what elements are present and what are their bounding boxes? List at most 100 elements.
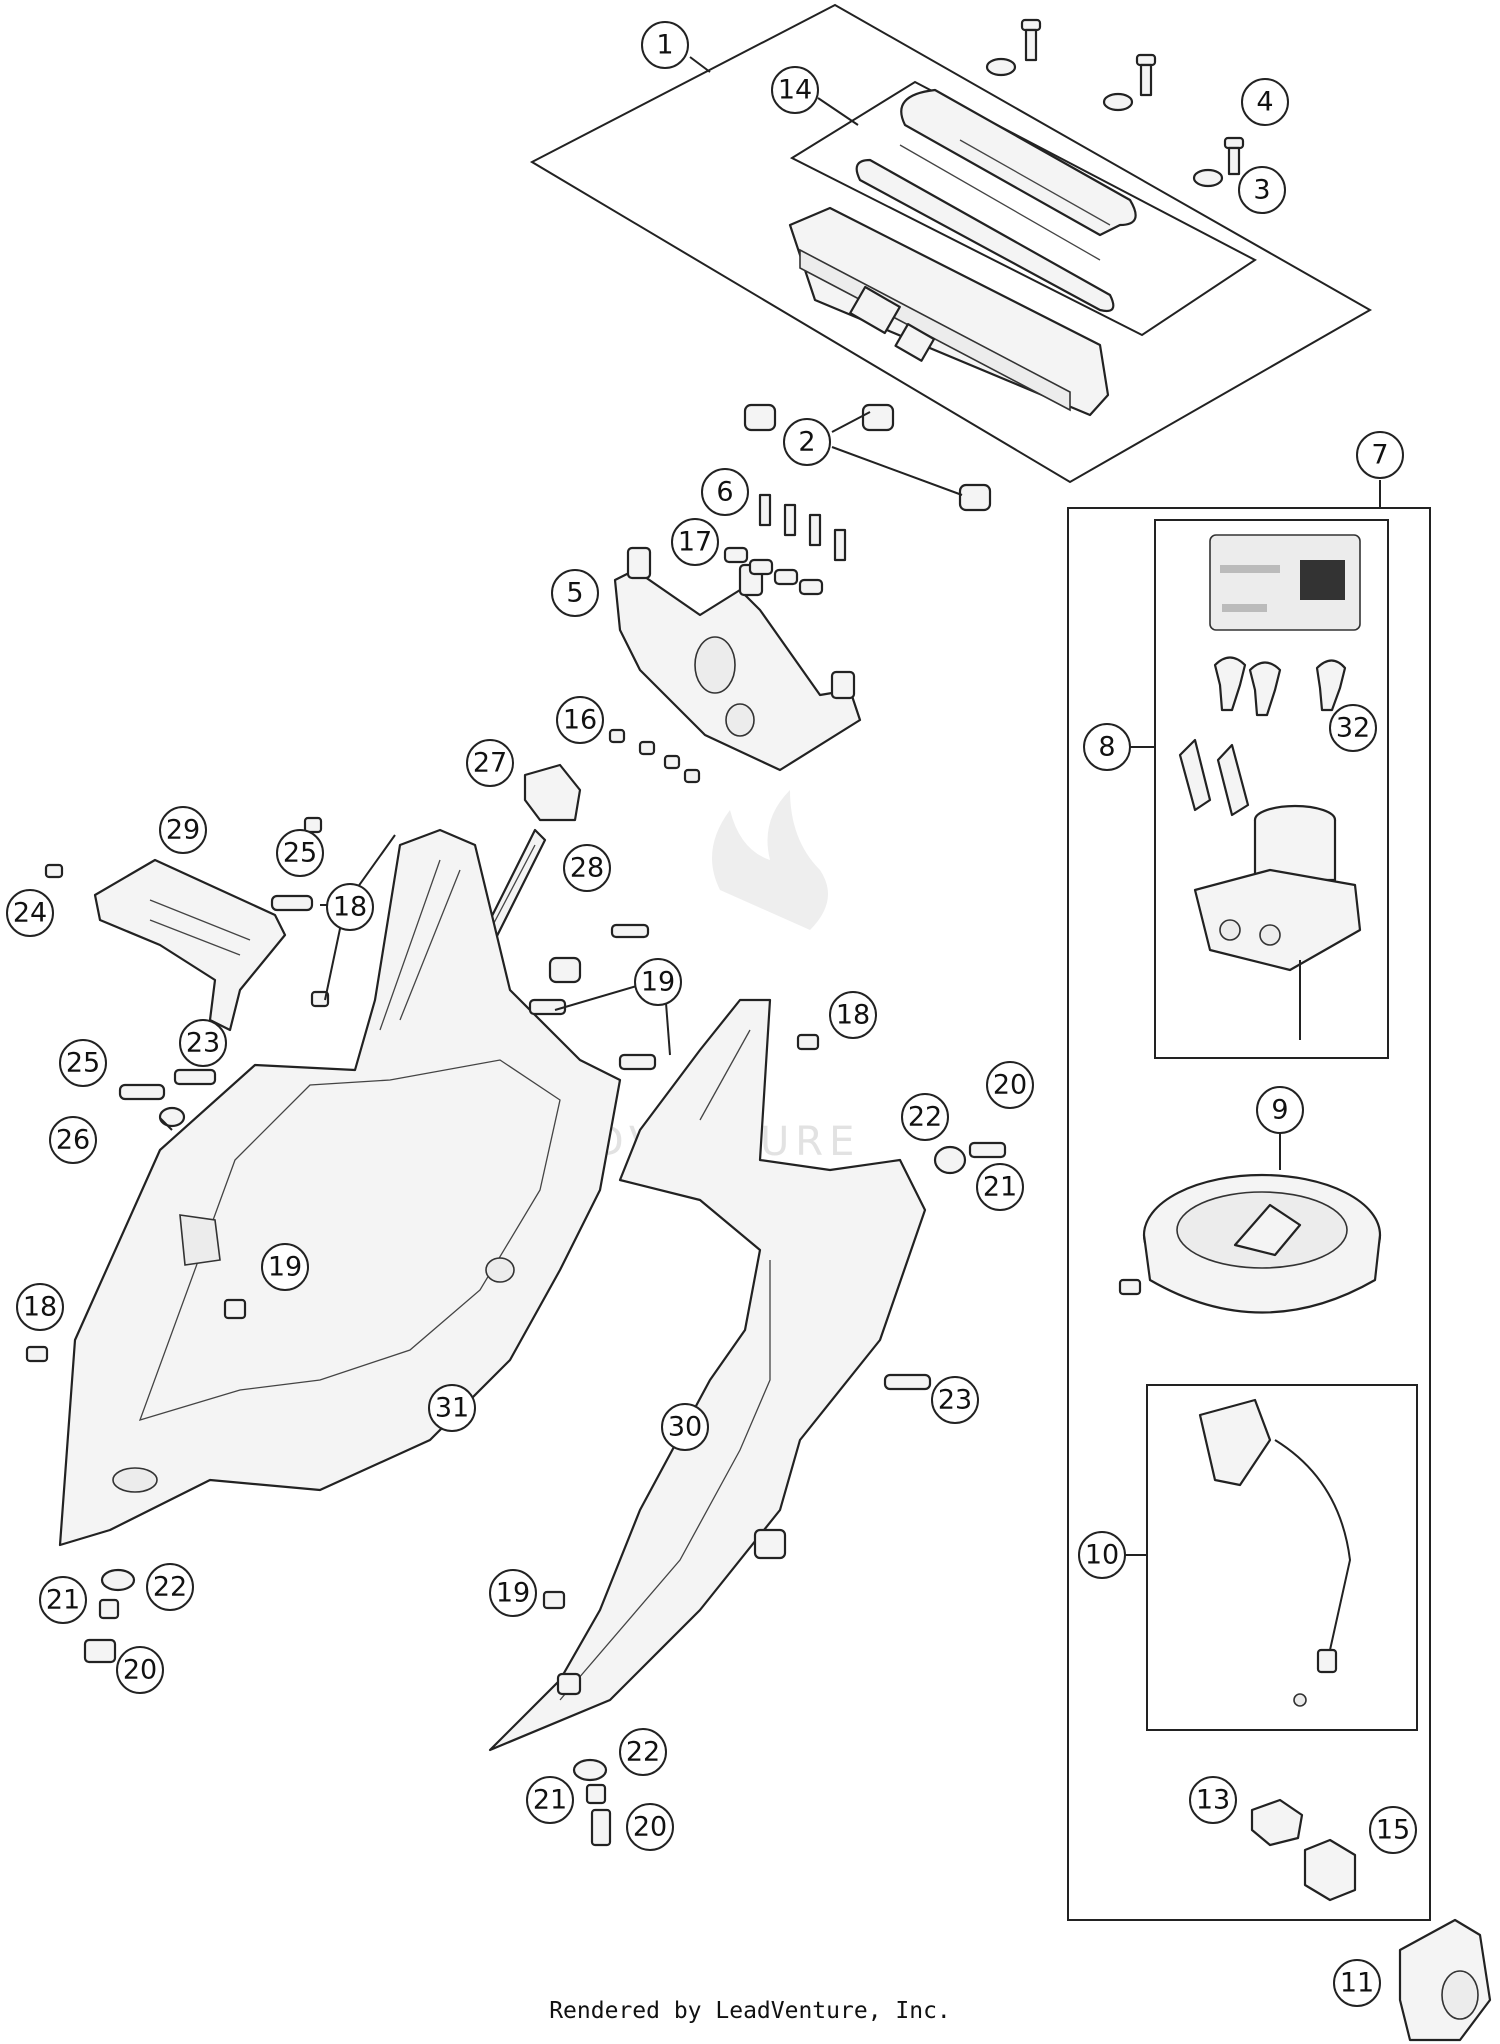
callout-22b: 22 bbox=[146, 1563, 194, 1611]
callout-label: 31 bbox=[435, 1393, 469, 1424]
callout-label: 26 bbox=[56, 1125, 90, 1156]
callout-25a: 25 bbox=[276, 829, 324, 877]
credit-text: Rendered by LeadVenture, Inc. bbox=[549, 1998, 951, 2024]
callout-23b: 23 bbox=[931, 1376, 979, 1424]
callout-21c: 21 bbox=[526, 1776, 574, 1824]
callout-13: 13 bbox=[1189, 1776, 1237, 1824]
callout-label: 19 bbox=[496, 1578, 530, 1609]
callout-25b: 25 bbox=[59, 1039, 107, 1087]
screws-top bbox=[985, 18, 1245, 188]
callout-label: 24 bbox=[13, 898, 47, 929]
instrument-cluster bbox=[788, 206, 1110, 417]
callout-label: 21 bbox=[533, 1785, 567, 1816]
callout-26: 26 bbox=[49, 1116, 97, 1164]
callout-19b: 19 bbox=[261, 1243, 309, 1291]
display-gasket bbox=[855, 88, 1137, 313]
callout-label: 11 bbox=[1340, 1968, 1374, 1999]
callout-18c: 18 bbox=[16, 1283, 64, 1331]
keys bbox=[1178, 656, 1347, 817]
instrument-bracket bbox=[613, 546, 862, 772]
callout-label: 8 bbox=[1098, 732, 1115, 763]
release-cable bbox=[1198, 1398, 1352, 1707]
callout-18a: 18 bbox=[326, 883, 374, 931]
callout-31: 31 bbox=[428, 1384, 476, 1432]
callout-21a: 21 bbox=[976, 1163, 1024, 1211]
callout-19c: 19 bbox=[489, 1569, 537, 1617]
callout-label: 5 bbox=[566, 578, 583, 609]
callout-9: 9 bbox=[1256, 1086, 1304, 1134]
callout-label: 19 bbox=[641, 967, 675, 998]
callout-label: 30 bbox=[668, 1412, 702, 1443]
callout-label: 2 bbox=[798, 427, 815, 458]
callout-28: 28 bbox=[563, 844, 611, 892]
callout-label: 22 bbox=[153, 1572, 187, 1603]
callout-22a: 22 bbox=[901, 1093, 949, 1141]
callout-7: 7 bbox=[1356, 431, 1404, 479]
callout-label: 22 bbox=[626, 1737, 660, 1768]
ignition-lock bbox=[1193, 804, 1362, 1040]
callout-1: 1 bbox=[641, 21, 689, 69]
callout-4: 4 bbox=[1241, 78, 1289, 126]
callout-20b: 20 bbox=[116, 1646, 164, 1694]
callout-label: 27 bbox=[473, 748, 507, 779]
callout-label: 7 bbox=[1371, 440, 1388, 471]
bracket-screws bbox=[608, 493, 847, 784]
callout-label: 21 bbox=[46, 1585, 80, 1616]
callout-label: 15 bbox=[1376, 1815, 1410, 1846]
callout-label: 3 bbox=[1253, 175, 1270, 206]
callout-17: 17 bbox=[671, 518, 719, 566]
callout-label: 18 bbox=[333, 892, 367, 923]
callout-label: 9 bbox=[1271, 1095, 1288, 1126]
callout-19a: 19 bbox=[634, 958, 682, 1006]
callout-15: 15 bbox=[1369, 1806, 1417, 1854]
callout-label: 22 bbox=[908, 1102, 942, 1133]
callout-label: 4 bbox=[1256, 87, 1273, 118]
callout-label: 14 bbox=[778, 75, 812, 106]
key-set-frame bbox=[1154, 519, 1389, 1059]
callout-6: 6 bbox=[701, 468, 749, 516]
callout-label: 25 bbox=[66, 1048, 100, 1079]
callout-22c: 22 bbox=[619, 1728, 667, 1776]
callout-5: 5 bbox=[551, 569, 599, 617]
callout-label: 1 bbox=[656, 30, 673, 61]
callout-label: 18 bbox=[23, 1292, 57, 1323]
callout-label: 13 bbox=[1196, 1785, 1230, 1816]
callout-label: 17 bbox=[678, 527, 712, 558]
callout-30: 30 bbox=[661, 1403, 709, 1451]
callout-10: 10 bbox=[1078, 1531, 1126, 1579]
callout-label: 20 bbox=[633, 1812, 667, 1843]
callout-23a: 23 bbox=[179, 1019, 227, 1067]
callout-label: 20 bbox=[993, 1070, 1027, 1101]
callout-21b: 21 bbox=[39, 1576, 87, 1624]
rubber-grommets bbox=[743, 403, 992, 512]
callout-16: 16 bbox=[556, 696, 604, 744]
callout-label: 20 bbox=[123, 1655, 157, 1686]
left-side-cover bbox=[58, 828, 622, 1547]
callout-29: 29 bbox=[159, 806, 207, 854]
callout-18b: 18 bbox=[829, 991, 877, 1039]
callout-24: 24 bbox=[6, 889, 54, 937]
callout-8: 8 bbox=[1083, 723, 1131, 771]
fuel-cap bbox=[1118, 1173, 1382, 1314]
cover-plate bbox=[93, 858, 287, 1032]
callout-20c: 20 bbox=[626, 1803, 674, 1851]
callout-3: 3 bbox=[1238, 166, 1286, 214]
callout-20a: 20 bbox=[986, 1061, 1034, 1109]
callout-label: 28 bbox=[570, 853, 604, 884]
gasket-kit-frame bbox=[789, 80, 1257, 337]
callout-label: 10 bbox=[1085, 1540, 1119, 1571]
callout-label: 32 bbox=[1336, 713, 1370, 744]
callout-label: 21 bbox=[983, 1172, 1017, 1203]
callout-label: 25 bbox=[283, 838, 317, 869]
callout-label: 19 bbox=[268, 1252, 302, 1283]
ignition-kit-frame bbox=[1067, 507, 1431, 1921]
callout-label: 6 bbox=[716, 477, 733, 508]
callout-label: 29 bbox=[166, 815, 200, 846]
callout-label: 18 bbox=[836, 1000, 870, 1031]
callout-label: 16 bbox=[563, 705, 597, 736]
instrument-kit-frame bbox=[529, 3, 1373, 484]
callout-27: 27 bbox=[466, 739, 514, 787]
nut-and-fittings bbox=[1250, 1798, 1492, 2042]
callout-label: 23 bbox=[186, 1028, 220, 1059]
